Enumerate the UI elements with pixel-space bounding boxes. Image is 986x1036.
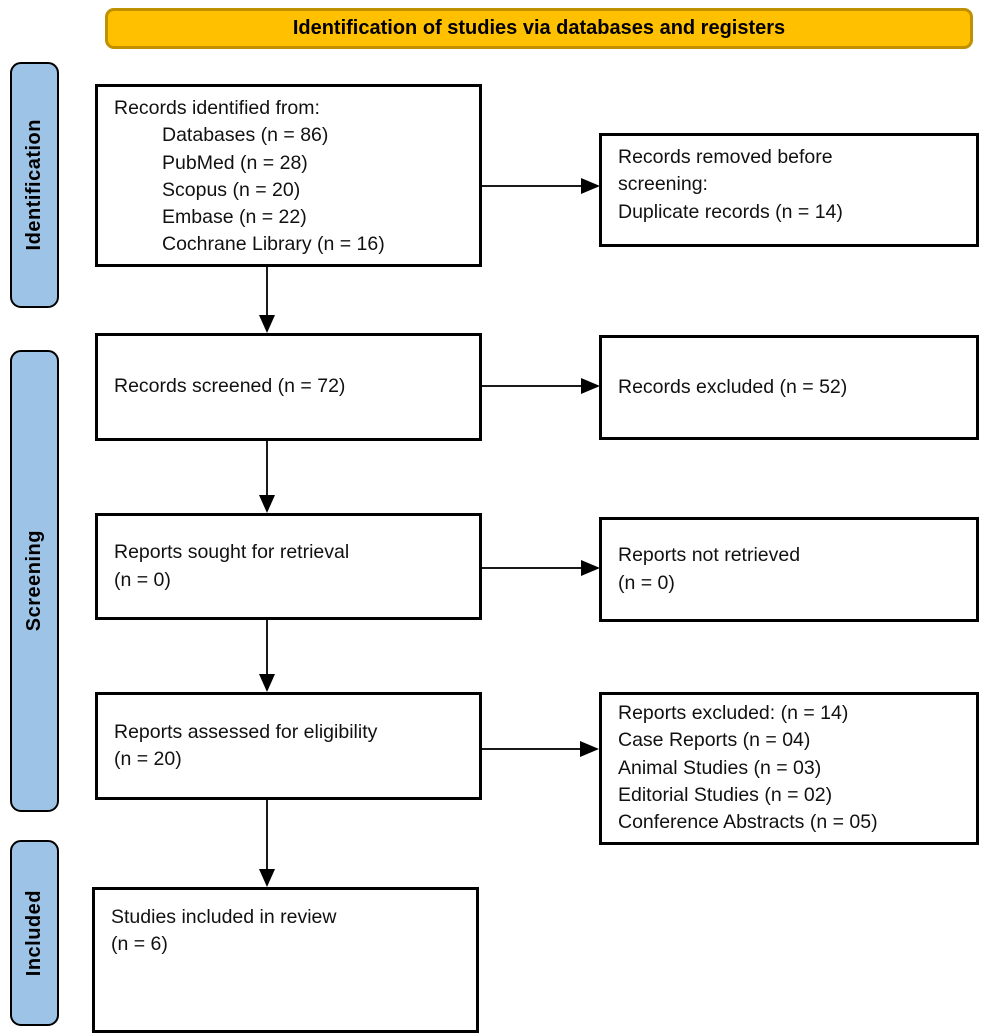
- box-reports-sought: Reports sought for retrieval (n = 0): [95, 513, 482, 620]
- source-pubmed: PubMed (n = 28): [162, 151, 308, 174]
- exclusion-case-reports: Case Reports (n = 04): [618, 729, 811, 752]
- box-title: Records identified from:: [114, 97, 320, 119]
- exclusion-conference-abstracts: Conference Abstracts (n = 05): [618, 811, 878, 834]
- arrow-assessed-to-reports-excluded: [482, 741, 599, 757]
- stage-label-text: Included: [23, 889, 45, 977]
- arrow-identified-to-screened: [259, 267, 275, 333]
- stage-label-screening: Screening: [10, 350, 59, 812]
- box-reports-excluded: Reports excluded: (n = 14) Case Reports …: [599, 692, 979, 845]
- stage-label-text: Identification: [23, 119, 45, 251]
- box-line: Reports assessed for eligibility: [114, 720, 378, 743]
- arrow-screened-to-excluded: [482, 378, 600, 394]
- stage-label-included: Included: [10, 840, 59, 1026]
- box-line: Records screened (n = 72): [114, 375, 346, 398]
- box-records-removed: Records removed before screening: Duplic…: [599, 133, 979, 247]
- arrow-sought-to-not-retrieved: [482, 560, 600, 576]
- exclusion-animal-studies: Animal Studies (n = 03): [618, 756, 822, 779]
- box-line: Reports sought for retrieval: [114, 541, 350, 564]
- box-line: (n = 20): [114, 748, 182, 770]
- box-line: Duplicate records (n = 14): [618, 200, 843, 223]
- arrow-sought-to-assessed: [259, 620, 275, 692]
- box-line: (n = 0): [618, 571, 675, 594]
- arrow-screened-to-sought: [259, 441, 275, 513]
- banner-title: Identification of studies via databases …: [292, 17, 786, 39]
- stage-label-identification: Identification: [10, 62, 59, 308]
- box-reports-not-retrieved: Reports not retrieved (n = 0): [599, 517, 979, 622]
- box-line: (n = 0): [114, 568, 171, 591]
- stage-label-text: Screening: [23, 530, 45, 632]
- box-records-screened: Records screened (n = 72): [95, 333, 482, 441]
- arrow-assessed-to-included: [259, 800, 275, 887]
- box-line: Records removed before: [618, 146, 833, 168]
- box-line: Reports not retrieved: [618, 544, 801, 567]
- box-line: screening:: [618, 173, 708, 196]
- arrow-identified-to-removed: [482, 178, 600, 194]
- box-records-identified: Records identified from: Databases (n = …: [95, 84, 482, 267]
- box-line: Reports excluded: (n = 14): [618, 702, 849, 724]
- source-cochrane: Cochrane Library (n = 16): [162, 233, 385, 256]
- box-line: Studies included in review: [111, 906, 337, 928]
- box-line: Records excluded (n = 52): [618, 375, 848, 398]
- box-studies-included: Studies included in review (n = 6): [92, 887, 479, 1033]
- box-line: (n = 6): [111, 933, 168, 956]
- box-reports-assessed: Reports assessed for eligibility (n = 20…: [95, 692, 482, 800]
- exclusion-editorial-studies: Editorial Studies (n = 02): [618, 783, 833, 806]
- banner-title-bar: Identification of studies via databases …: [105, 8, 973, 49]
- source-databases: Databases (n = 86): [162, 124, 329, 147]
- box-records-excluded: Records excluded (n = 52): [599, 335, 979, 440]
- source-scopus: Scopus (n = 20): [162, 178, 301, 201]
- source-embase: Embase (n = 22): [162, 206, 307, 229]
